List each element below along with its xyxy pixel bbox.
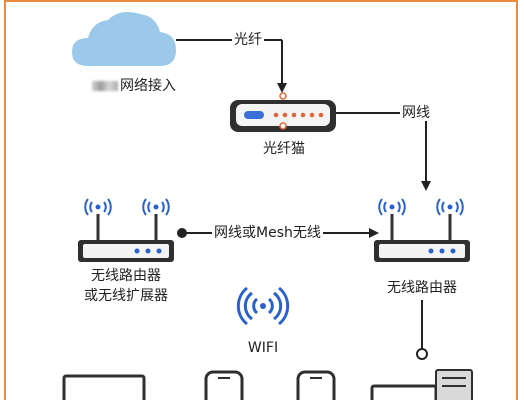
right-router-label: 无线路由器	[387, 280, 457, 296]
fiber-link-label: 光纤	[232, 32, 264, 48]
power-led-icon	[244, 111, 264, 119]
diagram-frame	[4, 0, 518, 400]
right-router-device	[374, 198, 470, 262]
left-router-label-line2: 或无线扩展器	[84, 288, 168, 304]
fiber-connection-line	[176, 39, 287, 93]
wifi-label: WIFI	[247, 340, 279, 356]
phone-icon	[204, 370, 244, 400]
left-router-label-line1: 无线路由器	[91, 268, 161, 284]
ethernet-connection-line	[336, 112, 431, 191]
laptop-icon	[62, 374, 146, 400]
mesh-link-label: 网线或Mesh无线	[212, 225, 323, 241]
network-access-label: 网络接入	[92, 78, 176, 94]
ethernet-link-label: 网线	[400, 105, 432, 121]
network-access-text: 网络接入	[120, 78, 176, 94]
desktop-connection-line	[416, 300, 428, 360]
optical-modem-label: 光纤猫	[263, 141, 305, 157]
optical-modem-device	[230, 92, 336, 132]
phone-icon-2	[296, 370, 336, 400]
desktop-computer-icon	[370, 369, 473, 400]
blurred-text-icon	[92, 81, 118, 91]
wifi-signal-icon	[236, 286, 290, 326]
cloud-icon	[72, 12, 176, 66]
left-router-device	[78, 198, 174, 262]
